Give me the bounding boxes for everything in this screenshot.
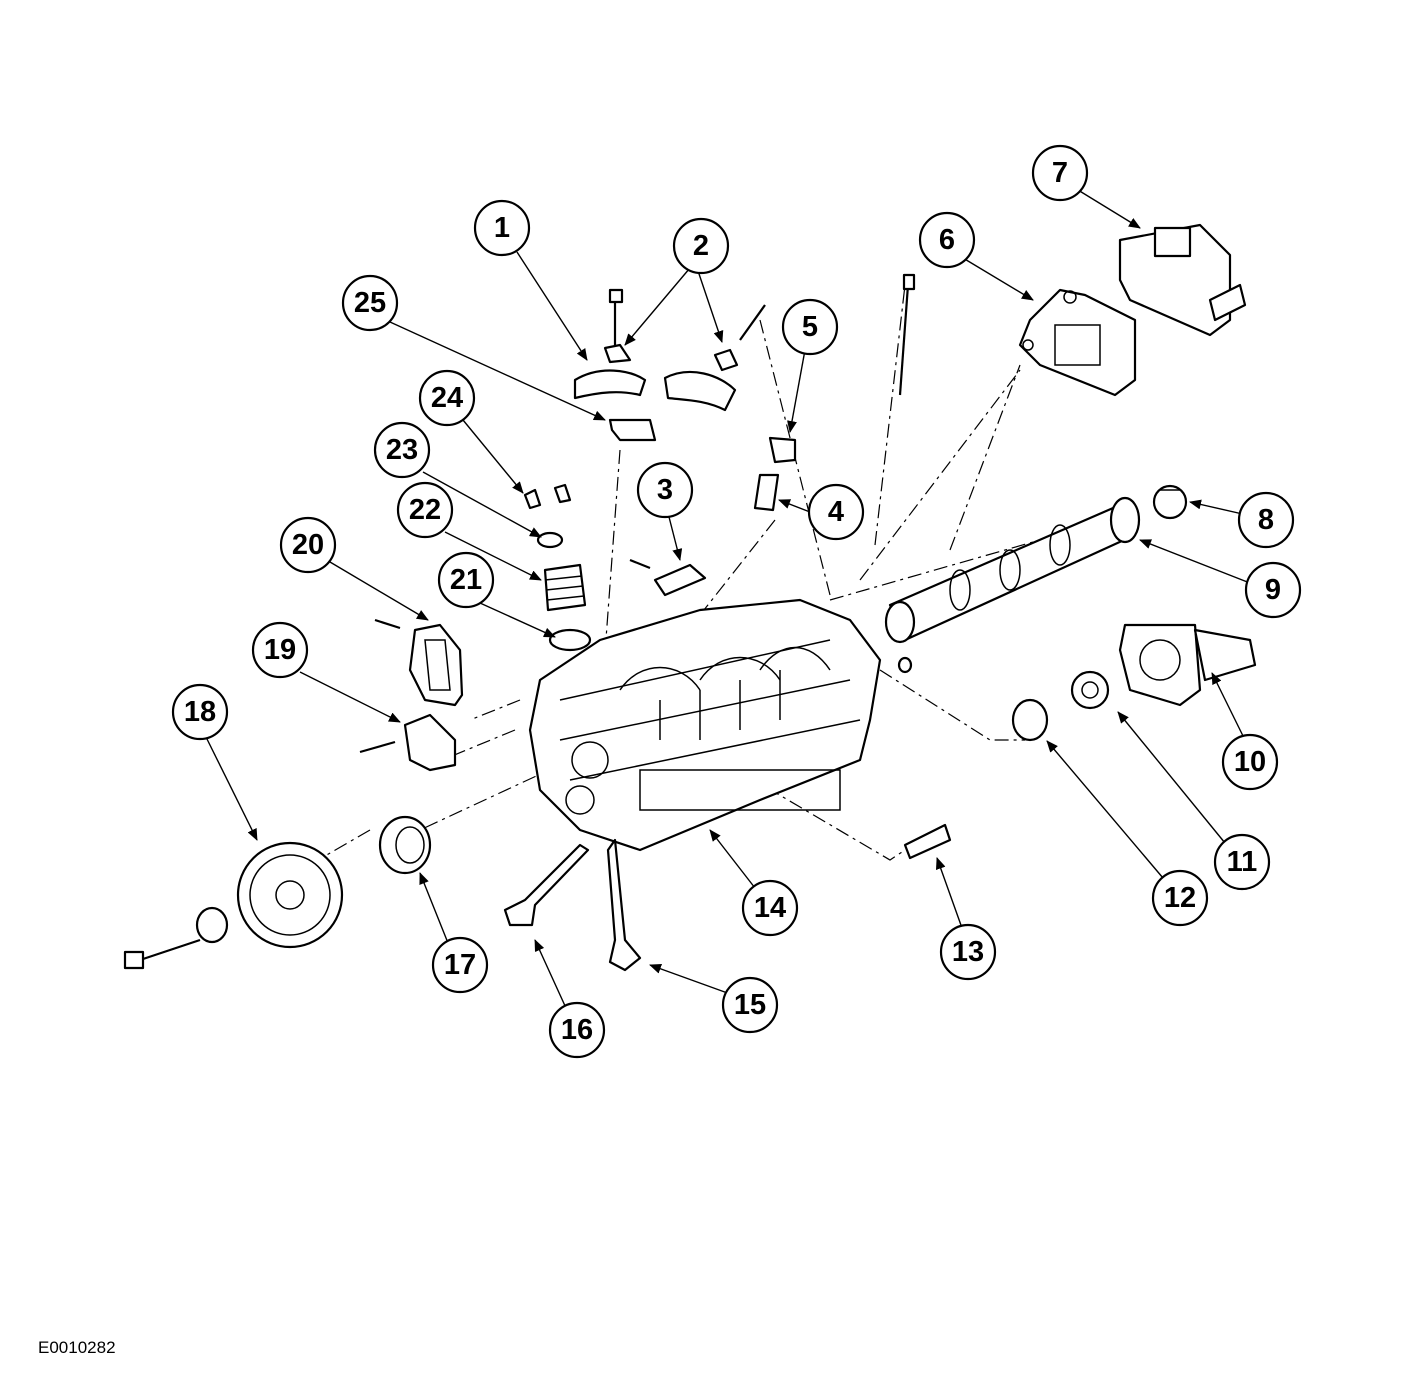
cover-plate xyxy=(359,713,457,772)
callout-24: 24 xyxy=(418,369,476,427)
callout-label: 25 xyxy=(354,287,386,319)
callout-label: 2 xyxy=(693,230,709,262)
callout-12: 12 xyxy=(1151,869,1209,927)
callout-11: 11 xyxy=(1213,833,1271,891)
callout-6: 6 xyxy=(918,211,976,269)
callout-23: 23 xyxy=(373,421,431,479)
spring-retainer xyxy=(536,531,564,549)
callout-label: 20 xyxy=(292,529,324,561)
temperature-sensor xyxy=(903,823,952,860)
camshaft-sprocket xyxy=(123,841,344,970)
figure-code: E0010282 xyxy=(38,1338,116,1357)
callout-label: 6 xyxy=(939,224,955,256)
water-outlet-housing xyxy=(1118,223,1247,337)
rocker-pivot-bracket xyxy=(629,558,707,597)
callout-21: 21 xyxy=(437,551,495,609)
callout-label: 11 xyxy=(1227,846,1258,878)
callout-25: 25 xyxy=(341,274,399,332)
callout-label: 14 xyxy=(754,892,786,924)
callout-17: 17 xyxy=(431,936,489,994)
callout-label: 5 xyxy=(802,311,818,343)
callout-5: 5 xyxy=(781,298,839,356)
callout-label: 1 xyxy=(494,212,510,244)
callout-label: 15 xyxy=(734,989,766,1021)
callout-22: 22 xyxy=(396,481,454,539)
callout-8: 8 xyxy=(1237,491,1295,549)
callout-10: 10 xyxy=(1221,733,1279,791)
intake-valve xyxy=(503,843,590,927)
callout-label: 8 xyxy=(1258,504,1274,536)
head-bolt xyxy=(898,273,916,396)
callout-label: 17 xyxy=(444,949,476,981)
cap-plug xyxy=(1152,484,1188,520)
callout-4: 4 xyxy=(807,483,865,541)
housing-gasket xyxy=(1018,288,1137,397)
callout-16: 16 xyxy=(548,1001,606,1059)
callout-20: 20 xyxy=(279,516,337,574)
leader-lines xyxy=(204,189,1256,1009)
valve-collets xyxy=(523,483,572,510)
callout-label: 21 xyxy=(450,564,482,596)
callout-label: 16 xyxy=(561,1014,593,1046)
callout-label: 12 xyxy=(1164,882,1196,914)
camshaft-oil-seal xyxy=(378,815,432,875)
callout-label: 7 xyxy=(1052,157,1068,189)
thermostat xyxy=(1070,670,1110,710)
callout-label: 3 xyxy=(657,474,673,506)
callout-15: 15 xyxy=(721,976,779,1034)
callout-label: 22 xyxy=(409,494,441,526)
callout-1: 1 xyxy=(473,199,531,257)
cover-gasket xyxy=(374,618,464,707)
camshaft xyxy=(884,496,1141,674)
callout-label: 23 xyxy=(386,434,418,466)
camshaft-seal-right xyxy=(1011,698,1049,742)
valve-spring-seat xyxy=(548,628,592,652)
valve-spring xyxy=(543,563,587,612)
callout-19: 19 xyxy=(251,621,309,679)
hydraulic-tappet xyxy=(753,473,780,512)
callout-9: 9 xyxy=(1244,561,1302,619)
callout-3: 3 xyxy=(636,461,694,519)
rocker-arm-left xyxy=(573,288,647,400)
callout-label: 19 xyxy=(264,634,296,666)
retaining-clip xyxy=(608,418,657,442)
callout-label: 4 xyxy=(828,496,844,528)
callout-label: 9 xyxy=(1265,574,1281,606)
callout-label: 10 xyxy=(1234,746,1266,778)
callout-label: 13 xyxy=(952,936,984,968)
tappet-guide xyxy=(768,436,797,464)
thermostat-housing xyxy=(1118,623,1257,707)
rocker-arm-right xyxy=(663,304,766,412)
callout-2: 2 xyxy=(672,217,730,275)
callout-14: 14 xyxy=(741,879,799,937)
callout-label: 18 xyxy=(184,696,216,728)
exhaust-valve xyxy=(606,838,642,972)
callout-label: 24 xyxy=(431,382,463,414)
callout-13: 13 xyxy=(939,923,997,981)
callout-7: 7 xyxy=(1031,144,1089,202)
cylinder-head xyxy=(528,598,882,852)
callout-18: 18 xyxy=(171,683,229,741)
